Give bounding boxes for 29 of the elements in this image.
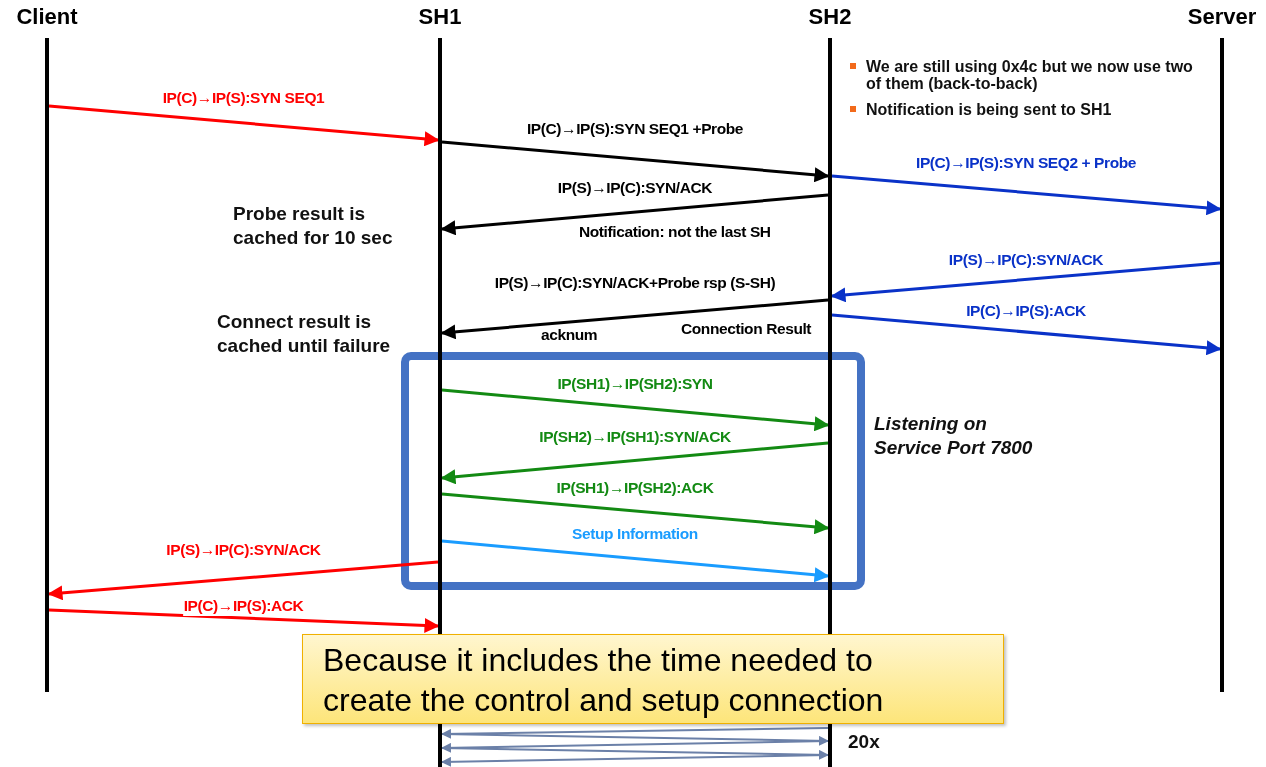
note-text: Probe result is cached for 10 sec: [233, 202, 394, 250]
bullet-text: We are still using 0x4c but we now use two of them (back-to-back): [866, 58, 1194, 92]
edge-note: acknum: [540, 325, 599, 345]
participant-label: SH2: [808, 3, 852, 31]
note-text: 20x: [848, 730, 881, 754]
arrow: [441, 140, 830, 183]
edge-note: Connection Result: [680, 319, 813, 339]
note-text: Listening on Service Port 7800: [874, 412, 1034, 460]
arrow: [441, 388, 830, 432]
note-text: Connect result is cached until failure: [217, 310, 392, 358]
arrow: [441, 539, 830, 583]
edge-note: Notification: not the last SH: [578, 222, 772, 242]
callout-text: Because it includes the time needed to create the control and setup connection: [323, 641, 885, 720]
callout-box: [302, 634, 1004, 724]
participant-label: Client: [16, 3, 78, 31]
arrow: [831, 174, 1222, 216]
arrow: [831, 313, 1222, 356]
arrow: [440, 441, 829, 485]
arrow: [48, 104, 440, 147]
arrow: [440, 298, 829, 340]
participant-label: Server: [1187, 3, 1257, 31]
arrow: [47, 560, 439, 601]
participant-label: SH1: [418, 3, 462, 31]
arrow: [441, 727, 829, 739]
arrow: [830, 261, 1221, 303]
arrow: [48, 608, 440, 633]
bullet-text: Notification is being sent to SH1: [866, 101, 1113, 118]
arrow: [440, 193, 829, 236]
arrow: [441, 492, 830, 535]
